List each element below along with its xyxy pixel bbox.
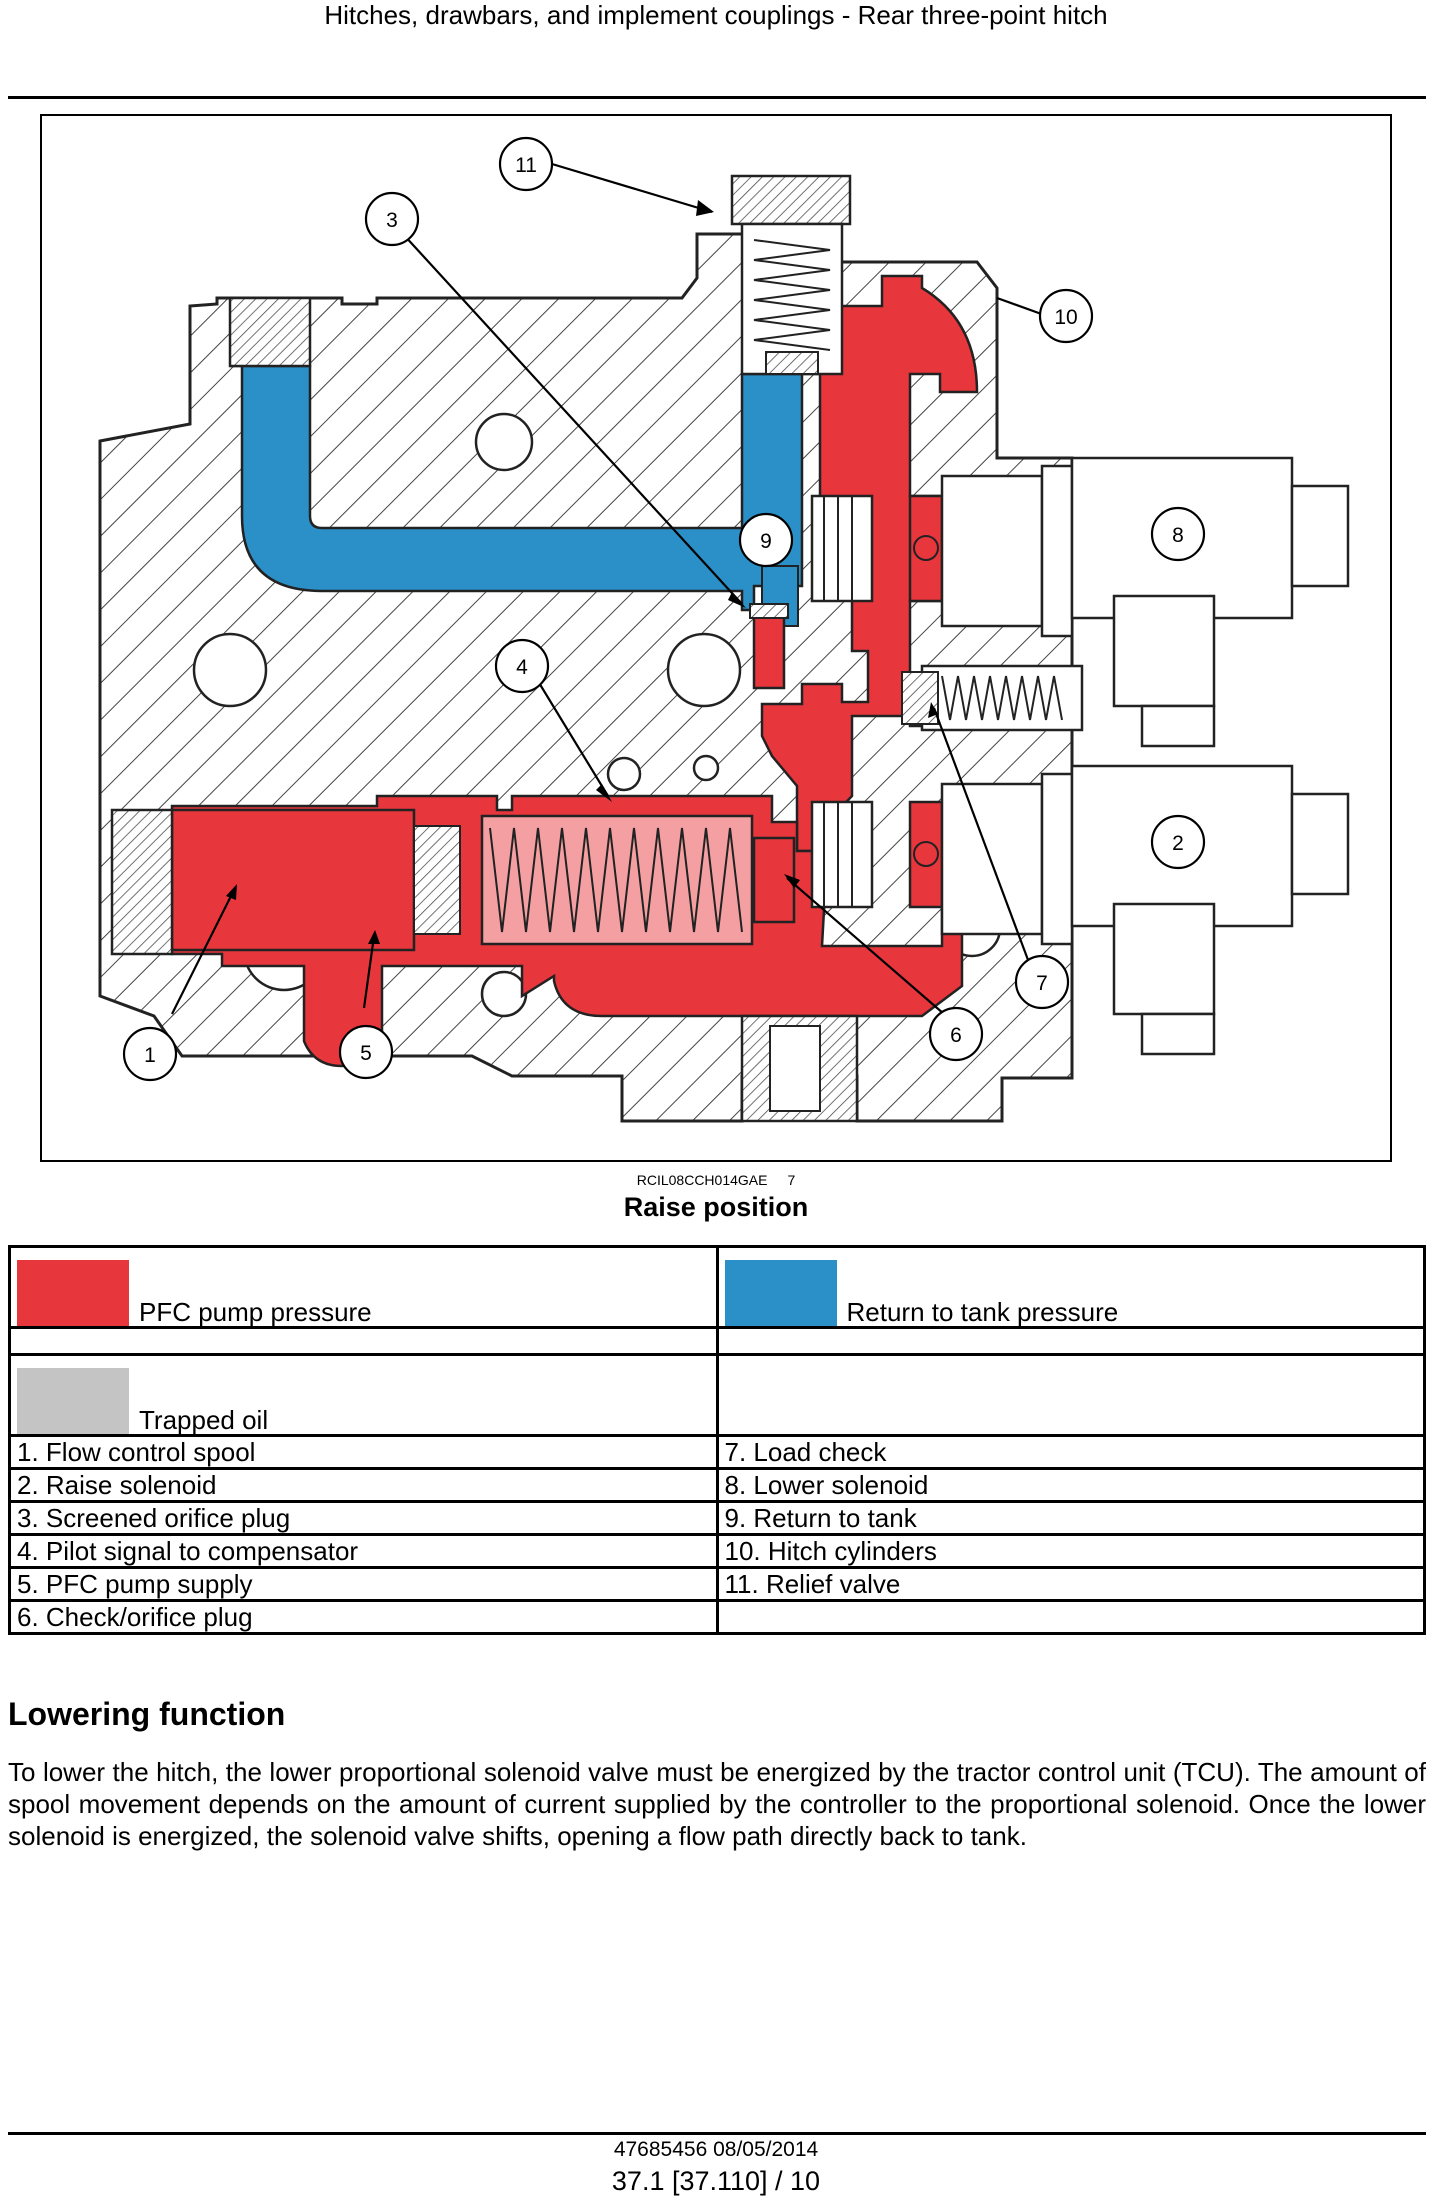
callout-10: 10 xyxy=(1038,288,1094,344)
raise-solenoid-spool xyxy=(810,800,874,909)
figure-number: 7 xyxy=(787,1172,796,1188)
callout-9: 9 xyxy=(738,512,794,568)
legend-cell-pump-pressure: PFC pump pressure xyxy=(8,1245,719,1329)
callout-1: 1 xyxy=(122,1026,178,1082)
lower-solenoid-spool xyxy=(810,494,874,603)
legend-item: 6. Check/orifice plug xyxy=(8,1599,719,1635)
pump-pressure-label: PFC pump pressure xyxy=(139,1297,372,1327)
footer-rule xyxy=(8,2132,1426,2135)
callout-leaders xyxy=(171,162,1048,1015)
legend-spacer xyxy=(715,1326,1426,1356)
callout-4: 4 xyxy=(494,638,550,694)
page-header: Hitches, drawbars, and implement couplin… xyxy=(324,0,1108,30)
orifice-plug-cap xyxy=(749,603,789,619)
legend-item: 5. PFC pump supply xyxy=(8,1566,719,1602)
svg-text:10: 10 xyxy=(1054,306,1077,329)
svg-text:9: 9 xyxy=(760,530,772,553)
pump-pressure-swatch xyxy=(17,1260,129,1326)
figure-reference-code: RCIL08CCH014GAE xyxy=(636,1172,768,1188)
legend-item: 8. Lower solenoid xyxy=(715,1467,1426,1503)
footer-doc-number: 47685456 08/05/2014 xyxy=(613,2138,819,2161)
svg-text:4: 4 xyxy=(516,656,528,679)
bottom-plug-core xyxy=(769,1025,821,1112)
callout-3: 3 xyxy=(364,191,420,247)
legend-item: 9. Return to tank xyxy=(715,1500,1426,1536)
return-to-tank-label: Return to tank pressure xyxy=(846,1297,1119,1327)
legend-item: 3. Screened orifice plug xyxy=(8,1500,719,1536)
lower-solenoid-connector-tab xyxy=(1140,704,1216,748)
svg-text:8: 8 xyxy=(1172,524,1184,547)
callout-11: 11 xyxy=(498,136,554,192)
legend-item: 7. Load check xyxy=(715,1434,1426,1470)
load-check-poppet xyxy=(901,671,939,725)
svg-text:5: 5 xyxy=(360,1042,372,1065)
legend-item: 11. Relief valve xyxy=(715,1566,1426,1602)
relief-valve-poppet xyxy=(765,351,819,375)
hydraulic-valve-diagram: 1 2 3 4 5 6 7 8 9 10 11 xyxy=(40,114,1392,1162)
raise-solenoid-hex xyxy=(1040,772,1074,946)
lower-solenoid-connector xyxy=(1112,594,1216,708)
callout-arrowheads xyxy=(226,200,938,944)
legend-item: 4. Pilot signal to compensator xyxy=(8,1533,719,1569)
lower-solenoid-end xyxy=(1290,484,1350,588)
flow-control-spool xyxy=(170,808,416,952)
check-orifice-plug xyxy=(752,836,796,924)
top-left-plug xyxy=(228,296,312,368)
legend-item: 10. Hitch cylinders xyxy=(715,1533,1426,1569)
svg-text:1: 1 xyxy=(144,1044,156,1067)
raise-solenoid-connector-tab xyxy=(1140,1012,1216,1056)
svg-text:6: 6 xyxy=(950,1024,962,1047)
figure-reference: RCIL08CCH014GAE 7 xyxy=(0,1172,1432,1188)
load-check-spring xyxy=(941,675,1063,721)
bore-hole xyxy=(192,632,268,708)
relief-valve-cap xyxy=(730,174,852,226)
footer-page-number: 37.1 [37.110] / 10 xyxy=(611,2166,821,2196)
header-rule xyxy=(8,96,1426,99)
legend-item: 1. Flow control spool xyxy=(8,1434,719,1470)
bore-hole xyxy=(606,756,642,792)
callout-8: 8 xyxy=(1150,506,1206,562)
lower-solenoid-hex xyxy=(1040,464,1074,638)
return-to-tank-swatch xyxy=(724,1260,837,1326)
spool-end-plug xyxy=(110,808,174,956)
legend-cell-empty xyxy=(715,1353,1426,1437)
bore-hole xyxy=(474,412,534,472)
raise-solenoid-nut xyxy=(940,782,1044,936)
callout-5: 5 xyxy=(338,1024,394,1080)
raise-solenoid-connector xyxy=(1112,902,1216,1016)
figure-title: Raise position xyxy=(623,1192,809,1222)
svg-text:3: 3 xyxy=(386,209,398,232)
section-heading: Lowering function xyxy=(8,1696,286,1732)
spool-land xyxy=(413,825,461,935)
valve-cross-section-svg: 1 2 3 4 5 6 7 8 9 10 11 xyxy=(98,136,1350,1123)
compensator-spring xyxy=(489,827,743,933)
legend-item: 2. Raise solenoid xyxy=(8,1467,719,1503)
legend-table: PFC pump pressure Return to tank pressur… xyxy=(8,1245,1426,1635)
raise-solenoid-end xyxy=(1290,792,1350,896)
lower-solenoid-nut xyxy=(940,474,1044,628)
bore-hole xyxy=(480,970,528,1018)
section-paragraph: To lower the hitch, the lower proportion… xyxy=(8,1757,1426,1851)
legend-cell-trapped-oil: Trapped oil xyxy=(8,1353,719,1437)
callout-2: 2 xyxy=(1150,814,1206,870)
callout-6: 6 xyxy=(928,1006,984,1062)
legend-item xyxy=(715,1599,1426,1635)
svg-text:11: 11 xyxy=(515,154,537,177)
callout-7: 7 xyxy=(1014,954,1070,1010)
return-to-tank-passage xyxy=(230,364,804,612)
bore-hole xyxy=(692,754,720,782)
legend-spacer xyxy=(8,1326,719,1356)
bore-hole xyxy=(666,632,742,708)
trapped-oil-swatch xyxy=(17,1368,129,1434)
legend-cell-return-to-tank: Return to tank pressure xyxy=(715,1245,1426,1329)
relief-valve-spring xyxy=(753,239,831,351)
svg-text:7: 7 xyxy=(1036,972,1048,995)
trapped-oil-label: Trapped oil xyxy=(139,1405,269,1435)
svg-text:2: 2 xyxy=(1172,832,1184,855)
orifice-plug-body xyxy=(752,614,786,690)
